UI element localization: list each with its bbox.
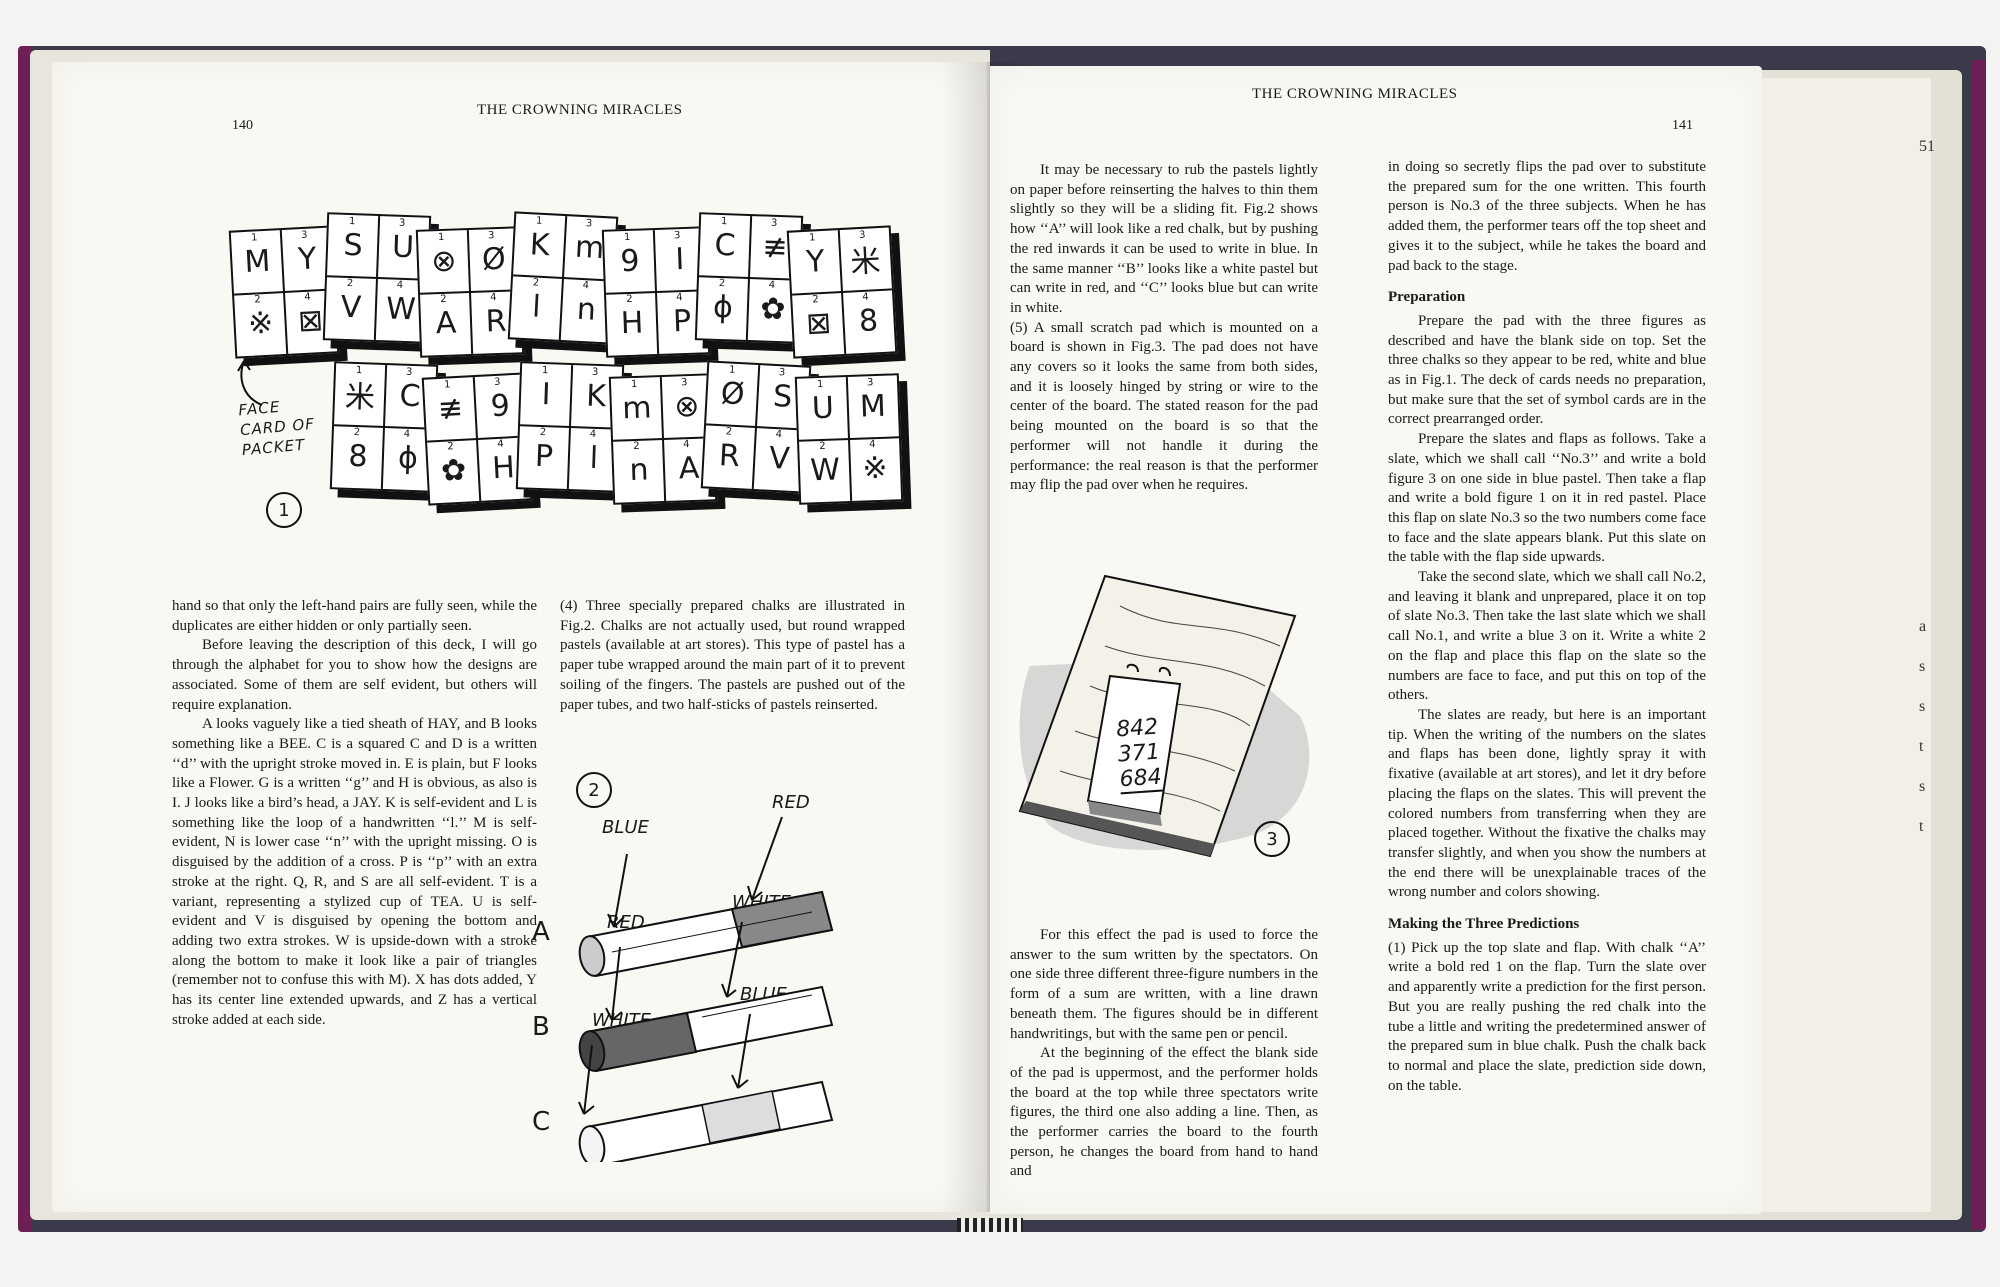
- card-symbol: ※: [247, 305, 275, 342]
- peek-text: s: [1919, 698, 1926, 715]
- card-symbol: V: [340, 289, 362, 325]
- card-symbol: Y: [805, 243, 826, 280]
- card-symbol: ✿: [440, 452, 468, 489]
- chalk-b: [578, 921, 834, 1073]
- arrow-icon: [237, 360, 263, 406]
- paragraph: It may be necessary to rub the pastels l…: [1010, 162, 1318, 316]
- paragraph: (5) A small scratch pad which is mounted…: [1010, 319, 1318, 494]
- paragraph: hand so that only the left-hand pairs ar…: [172, 598, 537, 634]
- right-page-left-column: It may be necessary to rub the pastels l…: [1010, 161, 1318, 496]
- card-symbol: ⊗: [430, 242, 458, 279]
- chalk-drawings: [578, 816, 834, 1162]
- paragraph: (1) Pick up the top slate and flap. With…: [1388, 939, 1706, 1094]
- card-symbol: ɸ: [712, 289, 734, 325]
- figure-number: 1: [266, 492, 302, 528]
- card-symbol: H: [620, 304, 644, 341]
- card-symbol: 9: [619, 243, 641, 279]
- running-head: THE CROWNING MIRACLES: [477, 102, 683, 118]
- cover-edge-right: [1972, 60, 1986, 1230]
- paragraph: Before leaving the description of this d…: [172, 637, 537, 713]
- peek-text: t: [1919, 738, 1924, 755]
- card-symbol: P: [534, 438, 554, 474]
- section-heading: Making the Three Predictions: [1388, 916, 1580, 933]
- paragraph: The slates are ready, but here is an imp…: [1388, 706, 1706, 901]
- right-column-text: (4) Three specially prepared chalks are …: [560, 597, 905, 715]
- card-symbol: W: [809, 451, 841, 488]
- figure-3-pad: 842 371 684 3: [1010, 496, 1330, 896]
- paragraph: in doing so secretly flips the pad over …: [1388, 159, 1706, 274]
- card-symbol: 8: [347, 438, 369, 474]
- card-symbol: ⊠: [805, 305, 833, 342]
- page-number: 141: [1672, 118, 1693, 133]
- card-symbol: 米: [344, 379, 376, 416]
- paragraph: Take the second slate, which we shall ca…: [1388, 569, 1706, 704]
- right-page: THE CROWNING MIRACLES 141 It may be nece…: [990, 66, 1762, 1214]
- paragraph: At the beginning of the effect the blank…: [1010, 1045, 1318, 1180]
- pad-number-line: 842: [1115, 714, 1160, 743]
- peek-text: s: [1919, 778, 1926, 795]
- card-symbol: U: [811, 390, 835, 426]
- card-symbol: m: [621, 389, 653, 426]
- row-letter: B: [532, 1012, 550, 1042]
- row-letter: C: [532, 1107, 551, 1137]
- figure-2-chalks: 2 A B C BLUE RED RED WHITE WHITE BLUE: [532, 762, 952, 1162]
- card-symbol: M: [243, 243, 272, 280]
- card-symbol: 米: [849, 243, 882, 281]
- card-symbol: M: [859, 388, 887, 425]
- card-symbol: C: [714, 227, 737, 264]
- card-symbol: l: [531, 288, 542, 325]
- card-symbol: I: [541, 376, 552, 412]
- pad-board-drawing: [1018, 574, 1310, 858]
- figure-number: 2: [576, 772, 612, 808]
- pad-number-line: 371: [1117, 739, 1161, 768]
- peek-text: a: [1919, 618, 1927, 635]
- card-symbol: R: [718, 437, 741, 474]
- peek-text: t: [1919, 818, 1924, 835]
- row-letter: A: [532, 917, 550, 947]
- card-symbol: ≢: [436, 390, 464, 427]
- pad-number-line: 684: [1118, 764, 1163, 795]
- figure-number: 3: [1254, 821, 1290, 857]
- chalk-label: RED: [772, 792, 810, 813]
- card-symbol: S: [342, 227, 364, 263]
- card-symbol: n: [628, 452, 650, 488]
- spine-headband: [957, 1218, 1023, 1232]
- cover-edge-left: [18, 46, 32, 1232]
- section-heading: Preparation: [1388, 289, 1466, 306]
- left-column-text: hand so that only the left-hand pairs ar…: [172, 597, 537, 1030]
- paragraph: Prepare the pad with the three figures a…: [1388, 312, 1706, 428]
- paragraph: A looks vaguely like a tied sheath of HA…: [172, 716, 537, 1028]
- page-number: 140: [232, 118, 253, 133]
- chalk-label: BLUE: [602, 817, 649, 838]
- chalk-c: [578, 1013, 834, 1162]
- card-symbol: A: [435, 305, 457, 341]
- card-symbol: Ø: [719, 375, 746, 412]
- peek-text: 51: [1919, 138, 1935, 155]
- right-page-left-column-lower: For this effect the pad is used to force…: [1010, 926, 1318, 1182]
- paragraph: For this effect the pad is used to force…: [1010, 927, 1318, 1042]
- paragraph: Prepare the slates and flaps as follows.…: [1388, 431, 1706, 566]
- card-symbol: 8: [858, 302, 879, 339]
- running-head: THE CROWNING MIRACLES: [1252, 86, 1458, 102]
- paragraph: (4) Three specially prepared chalks are …: [560, 598, 905, 713]
- card-symbol: K: [528, 226, 551, 263]
- underlying-page: 51 a s s t s t: [1740, 78, 1935, 1212]
- chalk-a: [578, 816, 834, 978]
- right-page-right-column: in doing so secretly flips the pad over …: [1388, 158, 1706, 1096]
- peek-text: s: [1919, 658, 1926, 675]
- card-symbol: ※: [861, 450, 889, 487]
- pad-sum: 842 371 684: [1115, 714, 1163, 795]
